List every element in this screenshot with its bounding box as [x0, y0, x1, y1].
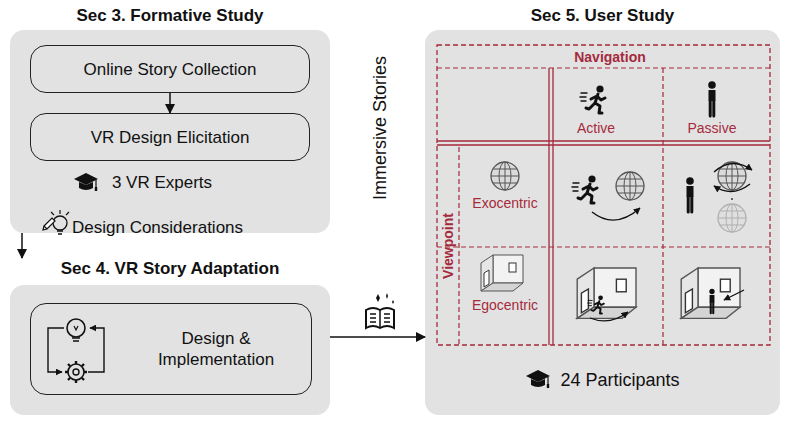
condition-label: Exocentric: [472, 195, 537, 211]
section-title: Sec 5. User Study: [425, 5, 780, 27]
flow-arrow: [21, 233, 23, 258]
decor-shape: [588, 296, 604, 314]
design-cycle-icon: [48, 319, 104, 383]
decor-shape: [88, 328, 104, 372]
decor-shape: [51, 210, 69, 215]
decor-shape: [714, 163, 752, 172]
decor-shape: [437, 141, 770, 145]
decor-shape: [57, 231, 63, 234]
decor-shape: [437, 45, 770, 345]
decor-shape: [67, 319, 85, 337]
decor-shape: [577, 268, 636, 318]
flow-arrow: [169, 93, 171, 113]
section-panel: Sec 3. Formative StudyOnline Story Colle…: [10, 5, 330, 233]
decor-shape: [714, 184, 750, 192]
decor-shape: [592, 208, 640, 220]
decor-shape: [572, 175, 597, 203]
decor-shape: [549, 68, 553, 345]
decor-shape: [718, 204, 746, 232]
section-title: Sec 4. VR Story Adaptation: [10, 258, 330, 280]
flow-arrow: [330, 336, 425, 338]
decor-shape: [590, 312, 628, 321]
decor-shape: [588, 296, 604, 314]
decor-shape: [370, 310, 390, 328]
decor-shape: [68, 364, 84, 380]
decor-shape: [709, 289, 714, 313]
decor-shape: [74, 326, 78, 330]
decor-shape: [662, 68, 663, 345]
participant-note: 24 Participants: [560, 370, 679, 391]
passive-egocentric-cell: [681, 268, 744, 318]
process-box: VR Design Elicitation: [30, 113, 310, 161]
decor-shape: [43, 218, 55, 230]
condition-label: Egocentric: [472, 297, 538, 313]
condition-label: Passive: [687, 120, 736, 136]
passive-icon: [708, 81, 716, 116]
cap-icon: [74, 173, 98, 191]
participant-note: 3 VR Experts: [112, 173, 212, 193]
connector-label: Design Considerations: [72, 218, 243, 238]
section-title: Sec 3. Formative Study: [10, 5, 330, 27]
active-egocentric-cell: [577, 268, 636, 321]
decor-shape: [731, 198, 732, 200]
decor-shape: [72, 338, 80, 341]
pencil-bulb-icon: [43, 210, 69, 234]
condition-label: Active: [577, 120, 615, 136]
decor-shape: [681, 268, 740, 318]
decor-shape: [458, 147, 459, 345]
decor-shape: [53, 216, 67, 230]
box-label: VR Design Elicitation: [91, 127, 250, 148]
cap-icon: [526, 370, 550, 388]
decor-shape: [616, 172, 644, 200]
passive-exocentric-cell: [686, 162, 752, 232]
decor-shape: [724, 290, 744, 300]
decor-shape: [437, 246, 770, 247]
box-label: Online Story Collection: [84, 59, 257, 80]
decor-shape: [686, 177, 694, 212]
connector-label: Immersive Stories: [370, 56, 391, 200]
active-exocentric-cell: [572, 172, 644, 220]
condition-icons: [481, 81, 752, 388]
active-icon: [580, 85, 605, 113]
decor-shape: [73, 369, 79, 375]
process-box: Design & Implementation: [30, 303, 312, 395]
condition-grid: [437, 45, 770, 345]
book-icon: [366, 293, 394, 328]
box-label: Design & Implementation: [131, 328, 301, 370]
condition-label: Navigation: [574, 49, 646, 65]
decor-shape: [366, 308, 394, 328]
egocentric-icon: [481, 255, 523, 291]
formative-icons: [43, 173, 98, 234]
decor-shape: [376, 293, 394, 304]
exocentric-icon: [491, 162, 519, 190]
decor-shape: [437, 67, 770, 68]
decor-shape: [709, 289, 714, 313]
decor-shape: [681, 268, 740, 318]
decor-shape: [577, 268, 636, 318]
section-panel: Sec 4. VR Story AdaptationDesign & Imple…: [10, 258, 330, 415]
decor-shape: [718, 204, 746, 232]
decor-shape: [65, 361, 87, 383]
process-box: Online Story Collection: [30, 45, 310, 93]
decor-shape: [48, 328, 64, 372]
condition-label: Viewpoint: [440, 213, 456, 279]
